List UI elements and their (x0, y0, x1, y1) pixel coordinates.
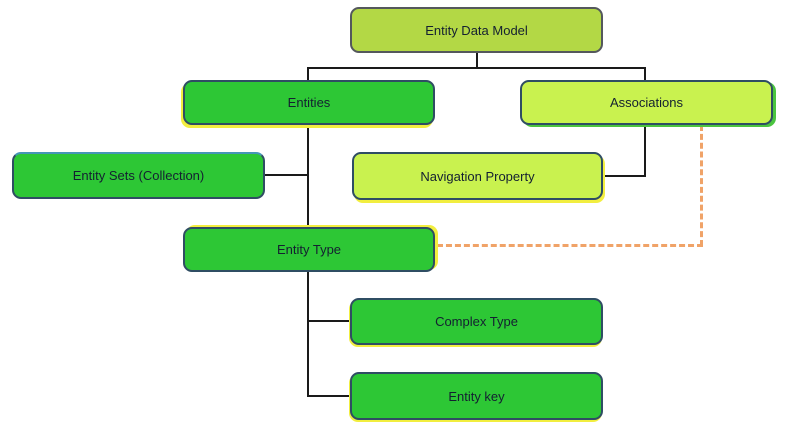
connector-entity-sets-stub (265, 174, 309, 176)
connector-entity-key-stub (307, 395, 350, 397)
connector-drop-associations (644, 67, 646, 80)
connector-drop-entities (307, 67, 309, 80)
node-entity-type-label: Entity Type (276, 242, 342, 257)
node-entities-label: Entities (287, 95, 331, 110)
connector-dashed-associations-vertical (700, 125, 703, 246)
node-navigation-property-label: Navigation Property (420, 168, 535, 184)
connector-top-branch (307, 67, 646, 69)
node-navigation-property: Navigation Property (352, 152, 603, 200)
connector-entity-type-down (307, 272, 309, 397)
node-entity-sets: Entity Sets (Collection) (12, 152, 265, 199)
node-associations: Associations (520, 80, 773, 125)
node-entity-type: Entity Type (183, 227, 435, 272)
connector-associations-down (644, 125, 646, 177)
node-entity-data-model: Entity Data Model (350, 7, 603, 53)
node-complex-type-label: Complex Type (435, 314, 518, 329)
connector-dashed-associations-horizontal (437, 244, 703, 247)
node-entity-key-label: Entity key (448, 388, 505, 404)
connector-entities-to-entity-type (307, 125, 309, 227)
connector-complex-type-stub (307, 320, 350, 322)
node-entity-data-model-label: Entity Data Model (425, 22, 528, 38)
connector-edm-stem (476, 53, 478, 69)
node-associations-label: Associations (610, 95, 683, 110)
node-entity-key: Entity key (350, 372, 603, 420)
node-entity-sets-label: Entity Sets (Collection) (72, 168, 205, 183)
connector-navigation-property-stub (603, 175, 646, 177)
node-complex-type: Complex Type (350, 298, 603, 345)
node-entities: Entities (183, 80, 435, 125)
